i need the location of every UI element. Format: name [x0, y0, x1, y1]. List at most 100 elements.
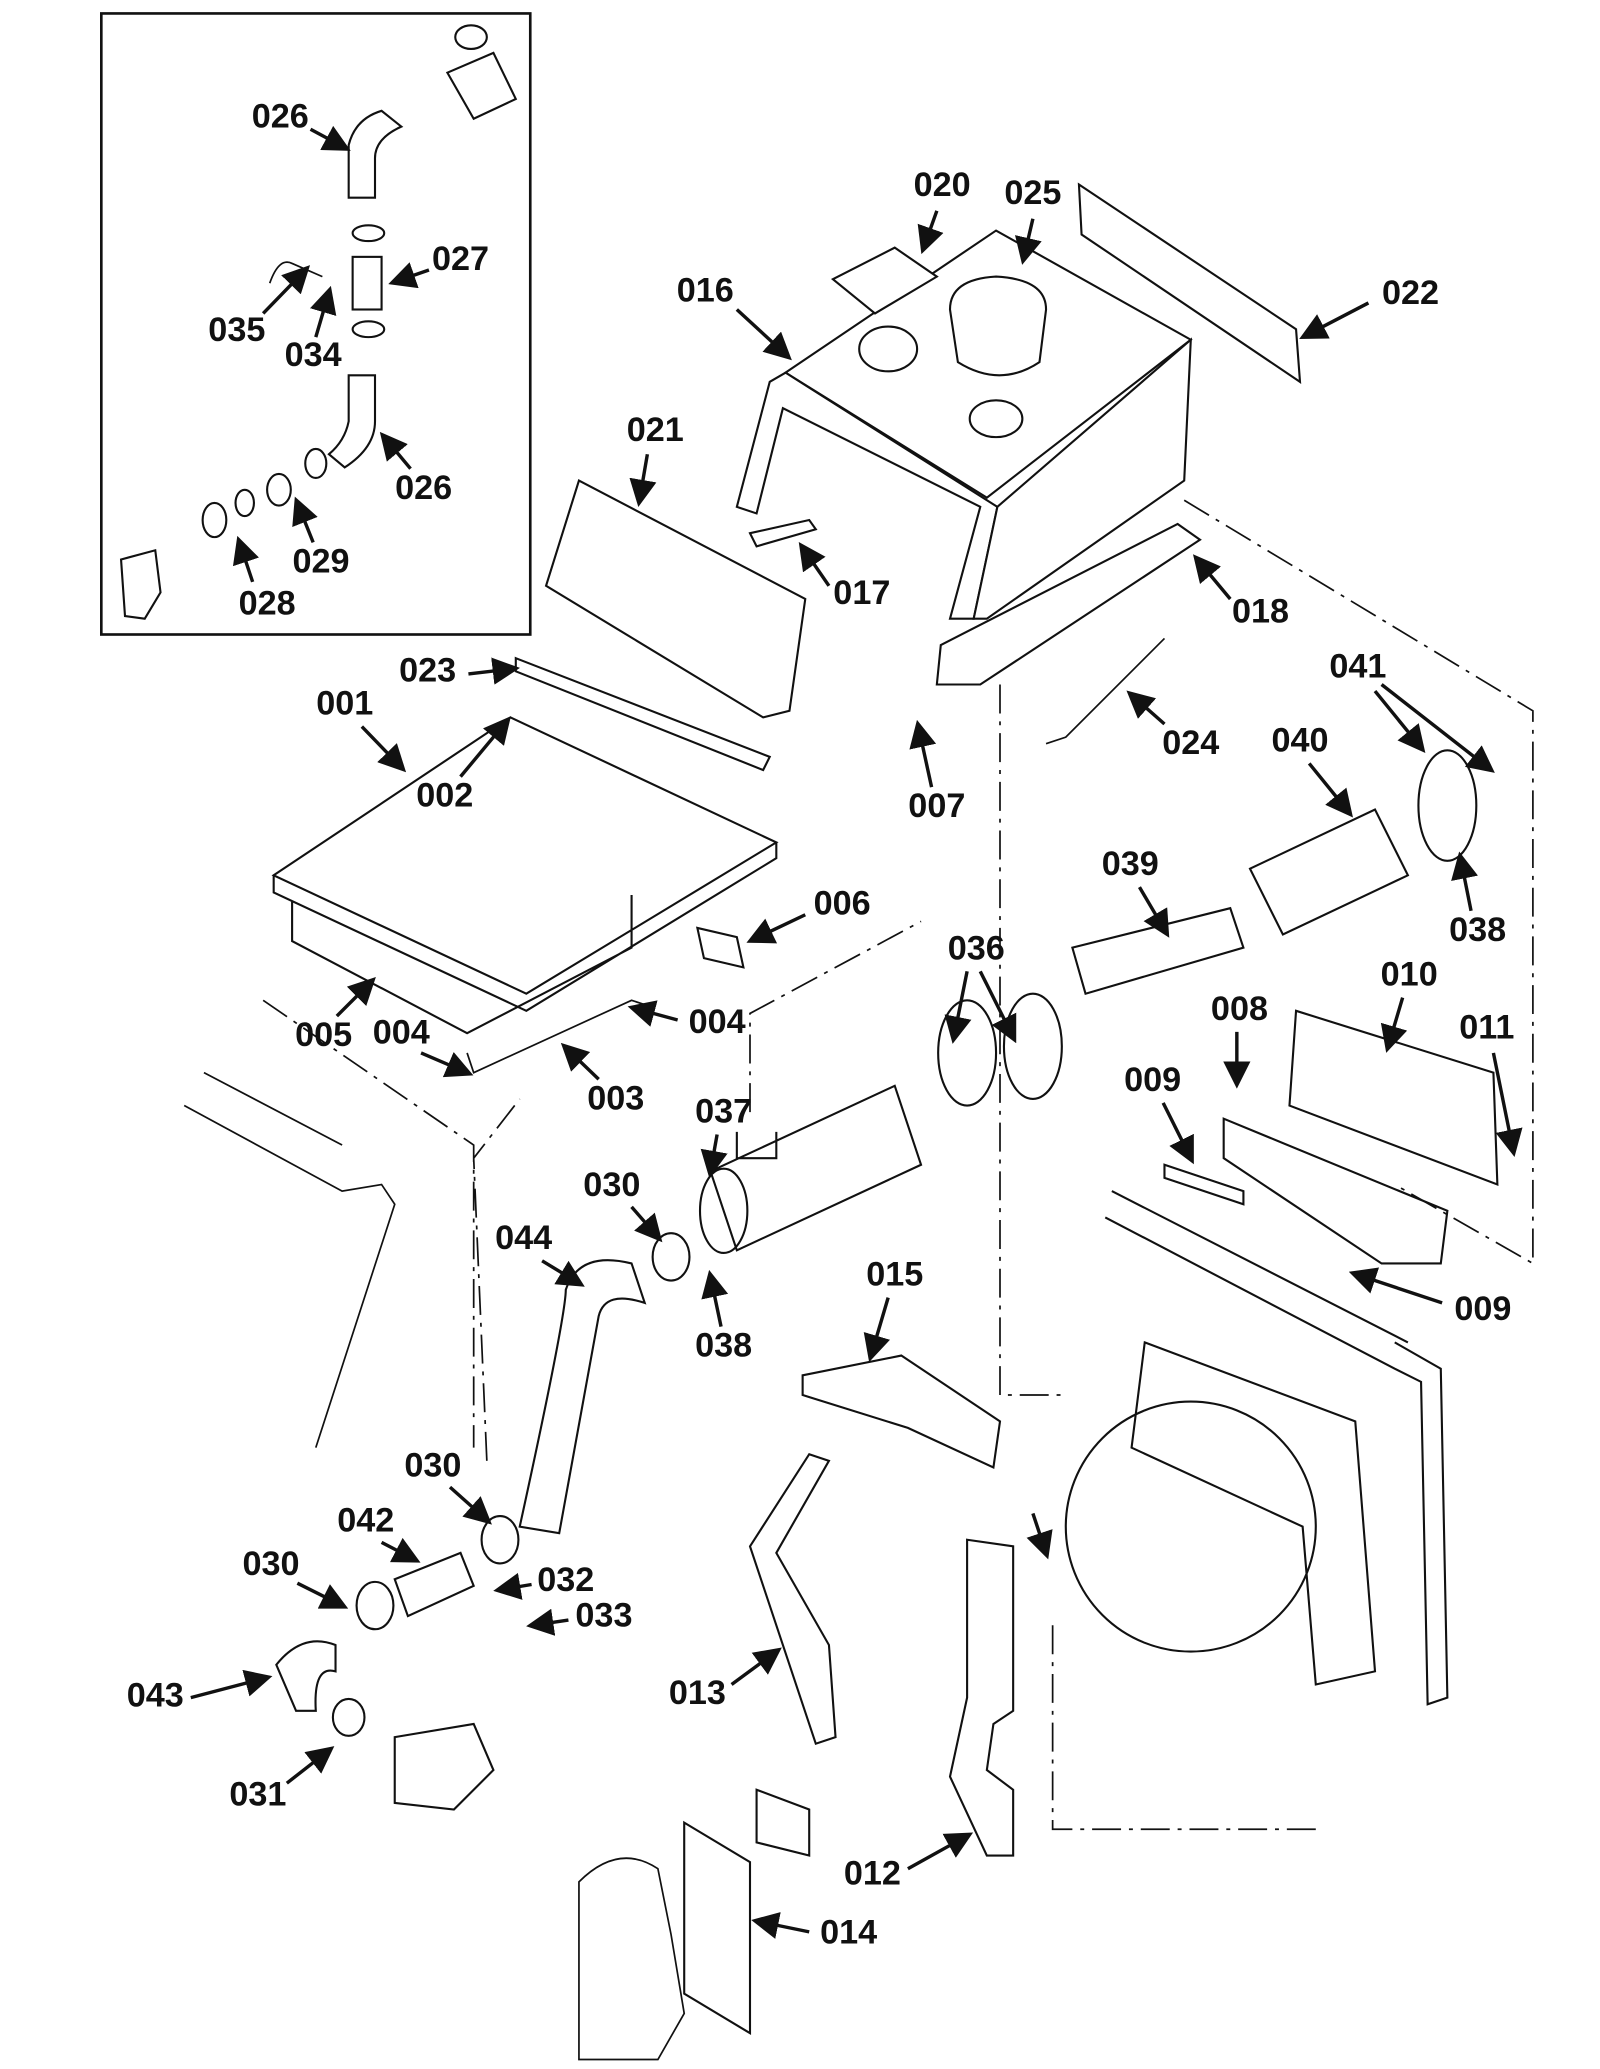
callout-028: 028 [239, 585, 296, 623]
callout-014: 014 [820, 1914, 877, 1952]
callout-arrow [1299, 301, 1370, 339]
callout-arrow [541, 1259, 585, 1287]
cover-cap-038 [1417, 749, 1478, 862]
callout-041: 041 [1329, 648, 1386, 686]
callout-arrow [1451, 851, 1478, 912]
callout-026: 026 [252, 98, 309, 136]
callout-035: 035 [208, 311, 265, 349]
callout-arrow [798, 542, 831, 587]
panel-021 [544, 479, 807, 719]
brackets-009 [1163, 1117, 1449, 1265]
callout-036: 036 [948, 929, 1005, 967]
callout-018: 018 [1232, 592, 1289, 630]
callout-arrow [700, 1134, 728, 1179]
inset-clamps-and-couplers [201, 224, 386, 539]
callout-arrow [292, 496, 318, 544]
callout-arrow [1192, 554, 1232, 601]
callout-arrow [493, 1572, 532, 1600]
bracket-012 [948, 1538, 1015, 1857]
callout-001: 001 [316, 685, 373, 723]
air-cleaner-housing [698, 1084, 923, 1254]
callout-arrow [560, 1042, 600, 1081]
callout-arrow [526, 1608, 569, 1636]
callout-011: 011 [1459, 1008, 1514, 1046]
clamps-030 [331, 1232, 691, 1737]
filter-element-040 [1248, 808, 1410, 936]
callout-arrow [735, 308, 792, 361]
callout-arrows [190, 125, 1523, 1939]
callout-004: 004 [373, 1014, 430, 1052]
guide-lines [262, 499, 1534, 1831]
callout-030: 030 [243, 1545, 300, 1583]
callout-023: 023 [399, 652, 456, 690]
elbow-043 [275, 1640, 337, 1712]
bracket-013 [748, 1452, 837, 1746]
callout-026: 026 [395, 469, 452, 507]
callout-arrow [917, 210, 944, 255]
callout-029: 029 [293, 542, 350, 580]
inset-compressor [119, 548, 162, 620]
callout-030: 030 [583, 1166, 640, 1204]
callout-arrow [978, 970, 1017, 1044]
callout-arrow [907, 1832, 974, 1871]
callout-022: 022 [1382, 274, 1439, 312]
plate-014 [683, 1788, 811, 2036]
callout-020: 020 [914, 166, 971, 204]
callout-arrow [1137, 886, 1170, 938]
callout-009: 009 [1454, 1290, 1511, 1328]
callout-042: 042 [337, 1502, 394, 1540]
callout-arrow [1373, 689, 1426, 753]
plate-020 [830, 246, 939, 315]
callout-arrow [261, 265, 311, 315]
inset-hose-026-lower [327, 374, 377, 469]
callout-arrow [468, 657, 520, 685]
callout-arrow [1491, 1052, 1523, 1157]
callout-arrow [379, 431, 412, 470]
rod-024 [1045, 637, 1166, 745]
callout-arrow [190, 1669, 273, 1700]
bracket-006 [695, 926, 745, 969]
callout-arrow [1380, 997, 1408, 1053]
callout-034: 034 [285, 336, 342, 374]
callout-021: 021 [627, 411, 684, 449]
callout-arrow [701, 1269, 729, 1327]
callout-015: 015 [866, 1256, 923, 1294]
air-precleaner-025 [948, 275, 1048, 377]
callout-004: 004 [689, 1003, 746, 1041]
callout-arrow [380, 1537, 421, 1563]
callout-008: 008 [1211, 990, 1268, 1028]
callout-006: 006 [814, 885, 871, 923]
callout-013: 013 [669, 1674, 726, 1712]
callout-032: 032 [537, 1561, 594, 1599]
callout-arrow [630, 1205, 663, 1243]
callout-002: 002 [416, 777, 473, 815]
engine-block [578, 1857, 686, 2061]
callout-arrow [232, 535, 259, 583]
callout-arrow [459, 716, 511, 778]
callout-arrow [746, 913, 806, 944]
callout-027: 027 [432, 240, 489, 278]
callout-arrow [335, 977, 376, 1018]
frame-outline [183, 1071, 396, 1448]
callout-arrow [309, 125, 351, 151]
callout-arrow [388, 262, 430, 289]
duct-018 [935, 522, 1202, 686]
inset-detail [99, 12, 532, 636]
bracket-017 [748, 518, 818, 548]
callout-arrow [909, 719, 937, 788]
inset-hose-026-upper [347, 109, 404, 199]
filter-element-039 [1071, 906, 1245, 996]
callout-017: 017 [833, 574, 890, 612]
radiator-shroud [1064, 1190, 1449, 1706]
inset-turbo-outlet [445, 24, 518, 121]
callout-038: 038 [695, 1327, 752, 1365]
callout-arrow [1015, 218, 1042, 265]
callout-005: 005 [295, 1016, 352, 1054]
inset-wire [268, 261, 323, 284]
callout-012: 012 [844, 1854, 901, 1892]
cover-001 [271, 716, 779, 1035]
callout-038: 038 [1449, 911, 1506, 949]
callout-033: 033 [575, 1596, 632, 1634]
